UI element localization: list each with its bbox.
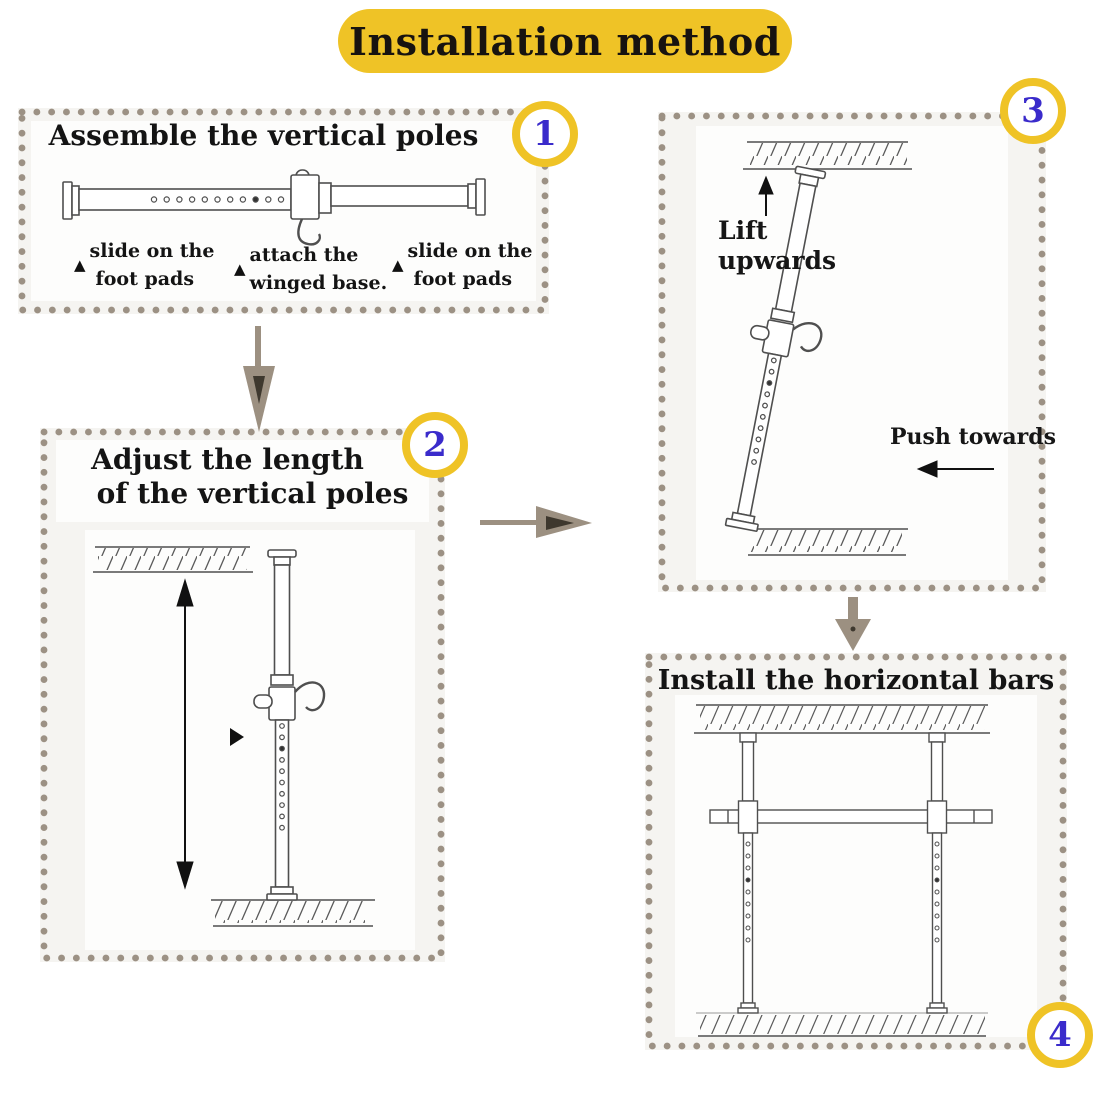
pointer-triangle-icon [230,728,244,746]
step2-box: Adjust the length of the vertical poles [40,428,445,962]
triangle-up-icon: ▲ [392,256,404,274]
tilted-pole [724,165,827,532]
step2-badge: 2 [402,412,468,478]
triangle-up-icon: ▲ [234,260,246,278]
adjustment-holes [745,841,940,943]
step2-pole-diagram [85,530,415,950]
step1-heading: Assemble the vertical poles [48,119,479,152]
badge-number: 3 [1021,91,1045,131]
pole-main-tube [78,188,292,211]
step3-tilt-diagram [724,141,994,556]
lift-arrow-icon [758,175,774,216]
badge-number: 4 [1048,1015,1072,1055]
step4-frame-diagram [694,704,993,1037]
flow-arrow-down-2 [835,597,871,651]
step1-box: Assemble the vertical poles [18,108,549,314]
step4-box: Install the horizontal bars [645,653,1067,1050]
badge-number: 1 [533,114,557,154]
step2-heading-line2: of the vertical poles [96,477,409,510]
push-arrow-icon [916,460,994,478]
height-arrow [176,578,194,890]
label-slide-foot-pads-left: ▲ slide on the foot pads [74,238,214,293]
adjustment-holes [150,196,285,203]
pole-step-joint [318,182,332,214]
badge-number: 2 [423,425,447,465]
ceiling-hatch [93,546,253,573]
hook [297,218,322,246]
right-foot-pad [467,178,486,216]
floor-hatch [211,899,375,927]
push-towards-label: Push towards [890,424,1056,450]
horizontal-bar [709,809,993,824]
label-slide-foot-pads-right: ▲ slide on the foot pads [392,238,532,293]
step1-pole-diagram [62,169,486,246]
winged-base [290,169,322,246]
knob [749,324,770,341]
adjustment-holes [751,357,777,465]
ceiling-hatch [743,141,912,170]
ceiling-hatch [694,704,990,734]
step3-badge: 3 [1000,78,1066,144]
flow-arrow-down-1 [243,326,275,432]
left-foot-pad [62,181,80,220]
pole-thin-tube [330,185,469,207]
step4-badge: 4 [1027,1002,1093,1068]
hook [792,322,823,353]
step4-heading: Install the horizontal bars [657,665,1055,696]
step2-heading-line1: Adjust the length [91,443,364,476]
triangle-up-icon: ▲ [74,256,86,274]
flow-arrow-right [480,506,592,538]
page-title: Installation method [338,9,792,73]
adjustment-holes [279,723,285,831]
knob [253,694,273,709]
step3-box: Lift upwards Push towards [658,112,1056,592]
label-text: slide on the foot pads [407,240,533,290]
label-attach-winged-base: ▲ attach the winged base. [234,242,387,297]
floor-hatch [696,1012,988,1037]
label-text: slide on the foot pads [89,240,215,290]
left-pole [737,732,759,1014]
label-text: attach the winged base. [249,244,388,294]
vertical-pole [253,549,326,901]
right-pole [926,732,948,1014]
lift-upwards-label: Lift upwards [718,216,837,275]
hook [294,681,326,712]
floor-hatch [746,528,908,556]
step1-badge: 1 [512,101,578,167]
